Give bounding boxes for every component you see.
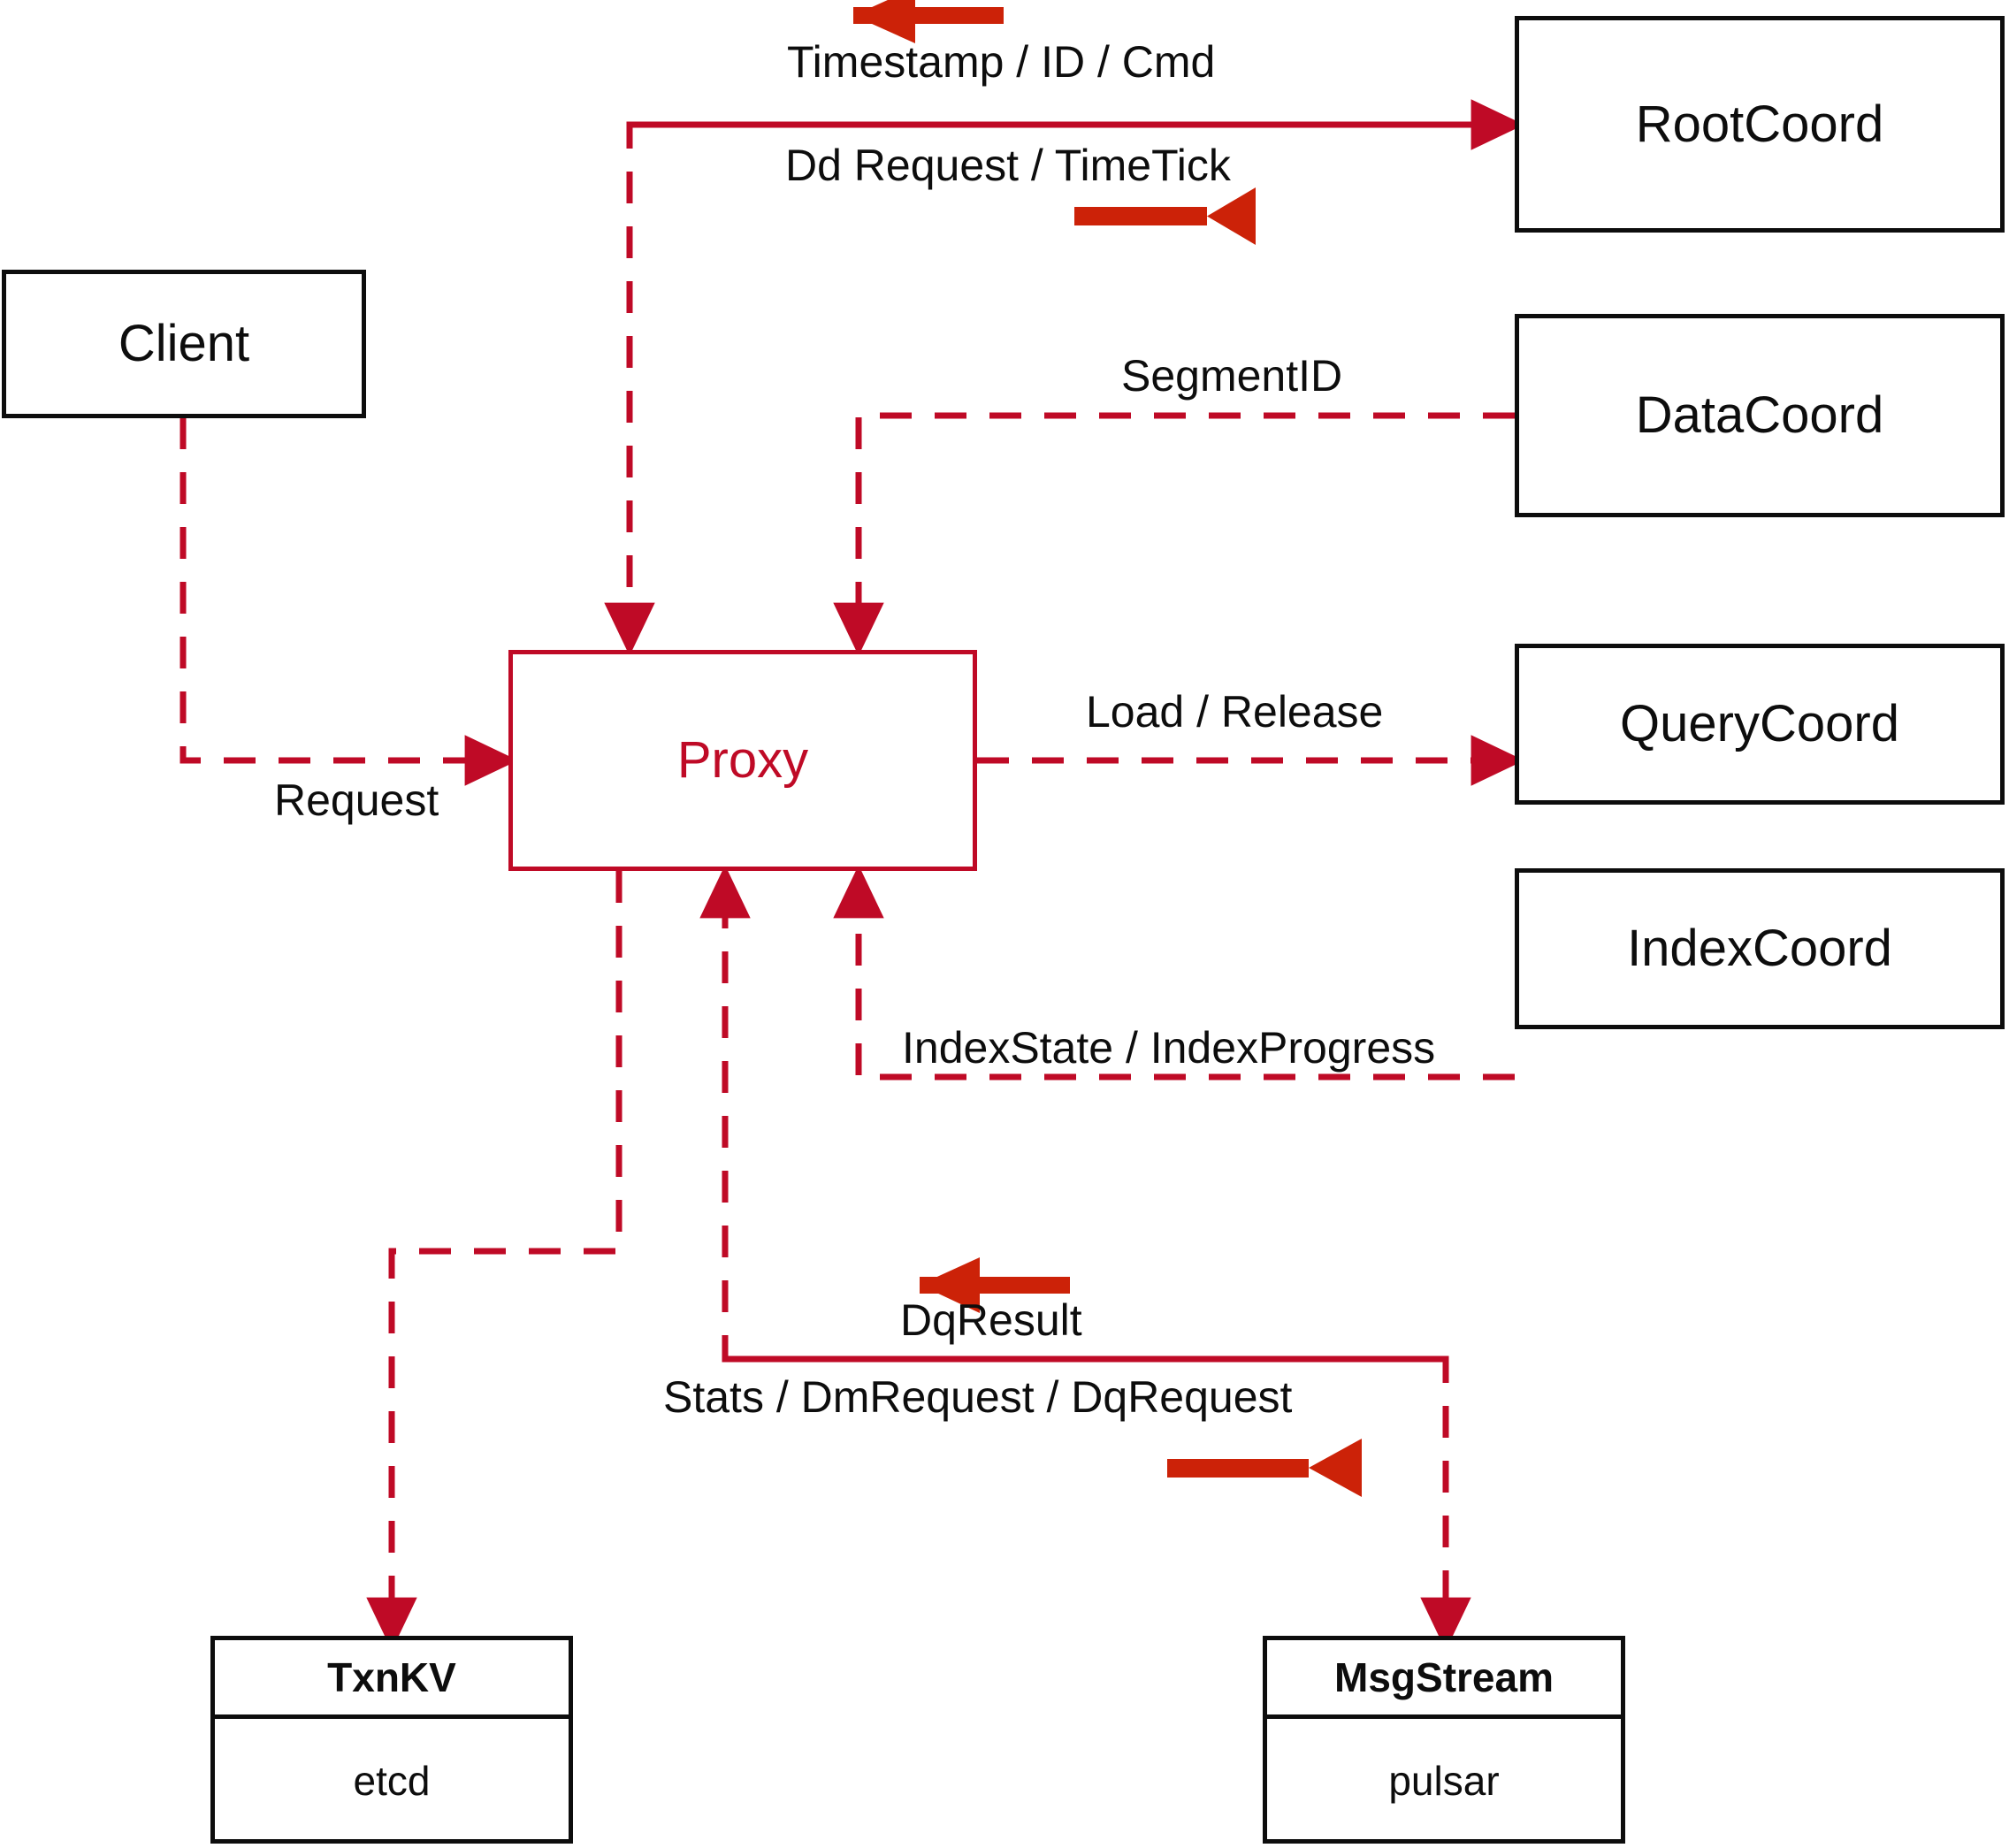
edge-proxy-msgstream <box>725 1355 1471 1651</box>
node-indexcoord[interactable]: IndexCoord <box>1515 868 2005 1029</box>
node-msgstream-label: MsgStream <box>1334 1654 1554 1700</box>
edge-datacoord-proxy <box>833 412 1515 656</box>
node-txnkv-body: etcd <box>215 1719 569 1842</box>
edge-label-timestamp-id-cmd: Timestamp / ID / Cmd <box>787 37 1216 87</box>
direction-arrow-timestamp-left <box>853 0 1004 43</box>
node-txnkv-sublabel: etcd <box>353 1757 431 1804</box>
node-client[interactable]: Client <box>2 270 366 418</box>
node-proxy-label: Proxy <box>676 731 809 789</box>
edge-label-dd-request-timetick: Dd Request / TimeTick <box>785 141 1231 190</box>
edge-label-stats-dmrequest-dqrequest: Stats / DmRequest / DqRequest <box>663 1372 1293 1422</box>
node-msgstream[interactable]: MsgStream pulsar <box>1263 1636 1625 1844</box>
node-datacoord-label: DataCoord <box>1635 386 1884 444</box>
node-client-label: Client <box>118 315 250 372</box>
edge-rootcoord-proxy <box>604 121 1515 656</box>
node-rootcoord-label: RootCoord <box>1635 95 1884 153</box>
node-msgstream-sublabel: pulsar <box>1388 1757 1500 1804</box>
edge-msgstream-proxy <box>699 865 1446 1363</box>
direction-arrow-dqresult-left <box>920 1257 1070 1313</box>
edge-label-load-release: Load / Release <box>1086 687 1384 737</box>
direction-arrow-ddrequest-right <box>1074 187 1256 245</box>
node-txnkv-label: TxnKV <box>327 1654 456 1700</box>
edge-proxy-txnkv <box>366 871 623 1651</box>
node-txnkv-header: TxnKV <box>215 1640 569 1719</box>
node-querycoord[interactable]: QueryCoord <box>1515 644 2005 805</box>
edge-client-proxy <box>180 417 518 786</box>
node-msgstream-body: pulsar <box>1267 1719 1621 1842</box>
node-datacoord[interactable]: DataCoord <box>1515 314 2005 517</box>
node-querycoord-label: QueryCoord <box>1620 695 1899 752</box>
edge-label-segmentid: SegmentID <box>1121 351 1343 401</box>
node-proxy[interactable]: Proxy <box>508 650 977 871</box>
direction-arrow-stats-right <box>1167 1439 1362 1497</box>
node-rootcoord[interactable]: RootCoord <box>1515 16 2005 233</box>
edge-indexcoord-proxy <box>833 865 1515 1081</box>
edge-label-dqresult: DqResult <box>900 1295 1082 1345</box>
node-indexcoord-label: IndexCoord <box>1627 920 1892 977</box>
node-msgstream-header: MsgStream <box>1267 1640 1621 1719</box>
edge-label-indexstate-indexprogress: IndexState / IndexProgress <box>902 1023 1436 1073</box>
node-txnkv[interactable]: TxnKV etcd <box>210 1636 573 1844</box>
edge-label-request: Request <box>274 775 439 825</box>
